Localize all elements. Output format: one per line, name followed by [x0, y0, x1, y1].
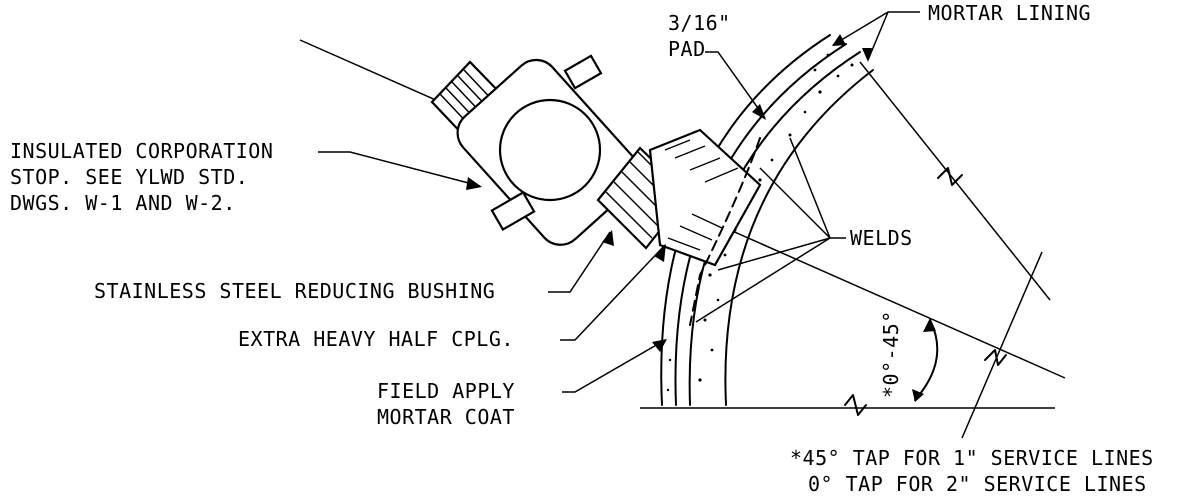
break-mark-3 — [984, 349, 1007, 366]
bushing-label: STAINLESS STEEL REDUCING BUSHING — [94, 279, 495, 303]
break-mark-1 — [937, 167, 963, 186]
corp-stop-label-line2: STOP. SEE YLWD STD. — [10, 165, 248, 189]
mortar-lining-label: MORTAR LINING — [928, 1, 1091, 25]
tap-note-line1: *45° TAP FOR 1" SERVICE LINES — [790, 446, 1154, 470]
cplg-label: EXTRA HEAVY HALF CPLG. — [238, 327, 514, 351]
welds-label: WELDS — [850, 226, 913, 250]
pad-label-line1: 3/16" — [668, 11, 731, 35]
field-apply-label-line2: MORTAR COAT — [377, 405, 515, 429]
mortar-stipple — [666, 53, 854, 392]
field-apply-label-line1: FIELD APPLY — [377, 379, 515, 403]
corp-stop-label-line3: DWGS. W-1 AND W-2. — [10, 191, 236, 215]
angle-label: *0°-45° — [879, 310, 903, 398]
pad-outline — [689, 137, 761, 326]
tap-note-line2: 0° TAP FOR 2" SERVICE LINES — [808, 472, 1147, 496]
pad-label-line2: PAD — [668, 37, 706, 61]
angle-arc — [914, 319, 939, 401]
break-mark-2 — [844, 394, 867, 416]
dimension-leader — [961, 251, 1043, 439]
half-coupling — [648, 128, 762, 267]
leaders — [318, 11, 920, 393]
corp-stop-label-line1: INSULATED CORPORATION — [10, 139, 273, 163]
corporation-stop — [456, 54, 641, 246]
